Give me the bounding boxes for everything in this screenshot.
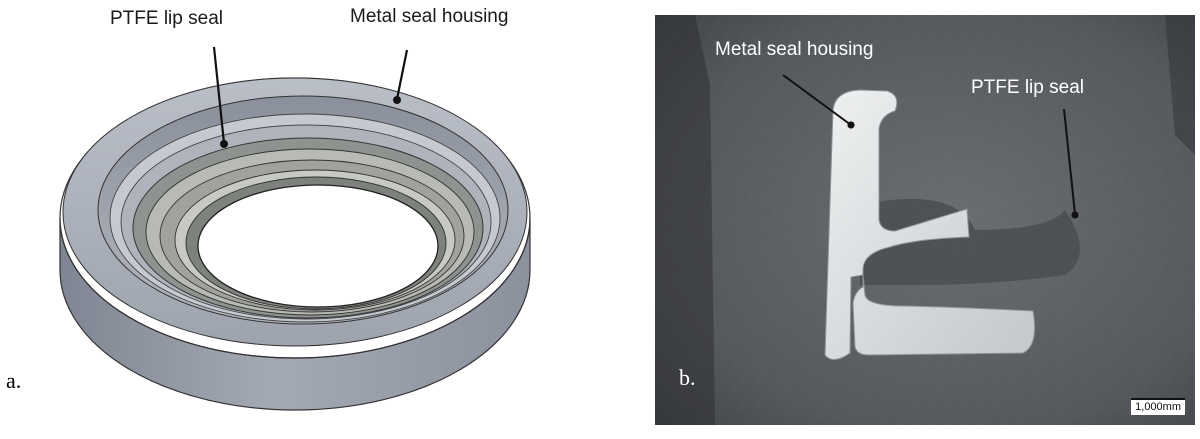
cross-section-photo [655,15,1195,425]
label-a-metal-seal-housing: Metal seal housing [350,6,509,27]
label-b-metal-seal-housing: Metal seal housing [715,39,874,60]
panel-letter-b: b. [679,365,696,390]
seal-render-illustration [59,46,531,411]
label-a-ptfe-lip-seal: PTFE lip seal [110,8,223,29]
label-b-ptfe-lip-seal: PTFE lip seal [971,77,1084,98]
scale-bar: 1,000mm [1131,398,1185,415]
panel-letter-a: a. [6,368,22,393]
panel-b-micrograph: Metal seal housing PTFE lip seal b. 1,00… [655,15,1195,425]
panel-a-render: PTFE lip seal Metal seal housing a. [6,6,531,411]
